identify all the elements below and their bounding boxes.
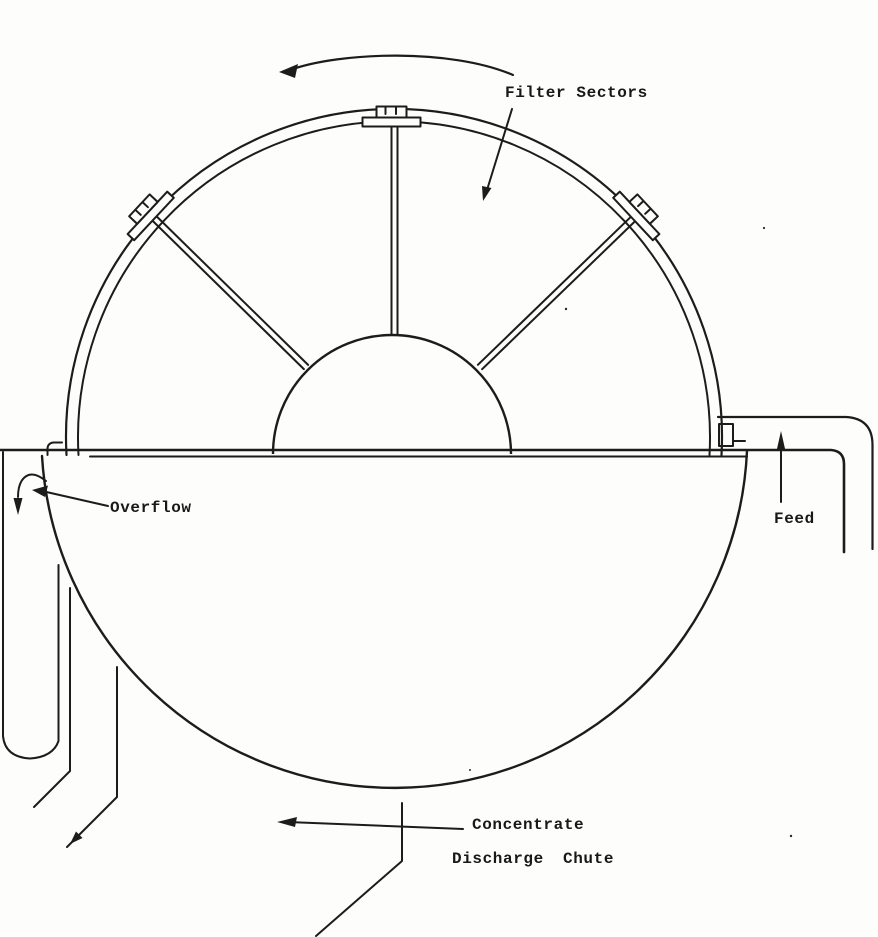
- feed-label: Feed: [774, 510, 815, 528]
- feed-arrowhead-icon: [776, 431, 786, 451]
- overflow-flow-arrowhead-icon: [13, 498, 23, 515]
- overflow-label: Overflow: [110, 499, 192, 517]
- filter-disc: [64, 105, 724, 457]
- feed-channel-outer: [716, 415, 874, 551]
- spoke-upper-left: [150, 214, 310, 371]
- filter-sectors-leader: [482, 108, 513, 201]
- concentrate-arrowhead-icon: [277, 817, 297, 827]
- concentrate-arrow-shaft: [287, 821, 464, 830]
- discharge-chute-assembly: [277, 802, 464, 937]
- tank-bowl: [40, 449, 749, 790]
- tank-top-line: [0, 448, 846, 554]
- overflow-leader: [41, 490, 109, 507]
- spoke-vertical: [390, 126, 399, 337]
- overflow-standpipe: [2, 451, 60, 760]
- tank: [0, 448, 846, 790]
- overflow-leader-arrowhead-icon: [32, 485, 48, 497]
- filter-sectors-arrowhead-icon: [482, 186, 492, 201]
- center-hub: [271, 333, 513, 455]
- bolt-clamp-left: [126, 190, 175, 242]
- overflow-drain-outer: [33, 587, 71, 808]
- feed-rim-bracket: [718, 423, 734, 447]
- discharge-chute-label: Discharge Chute: [452, 850, 615, 868]
- rotation-arrowhead-icon: [279, 64, 298, 78]
- filter-sectors-label: Filter Sectors: [505, 84, 648, 102]
- overflow-drain-inner: [66, 666, 118, 848]
- bolt-clamp-top: [361, 105, 422, 128]
- discharge-chute-pipe: [315, 802, 403, 937]
- overflow-flow-arc: [17, 473, 47, 498]
- scan-specks: [469, 226, 793, 838]
- bolt-clamp-right: [612, 190, 661, 242]
- feed-assembly: [716, 415, 874, 551]
- spoke-upper-right: [476, 214, 638, 371]
- overflow-lip: [46, 441, 63, 456]
- overflow-assembly: [2, 441, 118, 848]
- rotation-arrow: [279, 54, 515, 78]
- concentrate-label: Concentrate: [472, 816, 585, 834]
- drain-flow-arrowhead-icon: [70, 831, 83, 844]
